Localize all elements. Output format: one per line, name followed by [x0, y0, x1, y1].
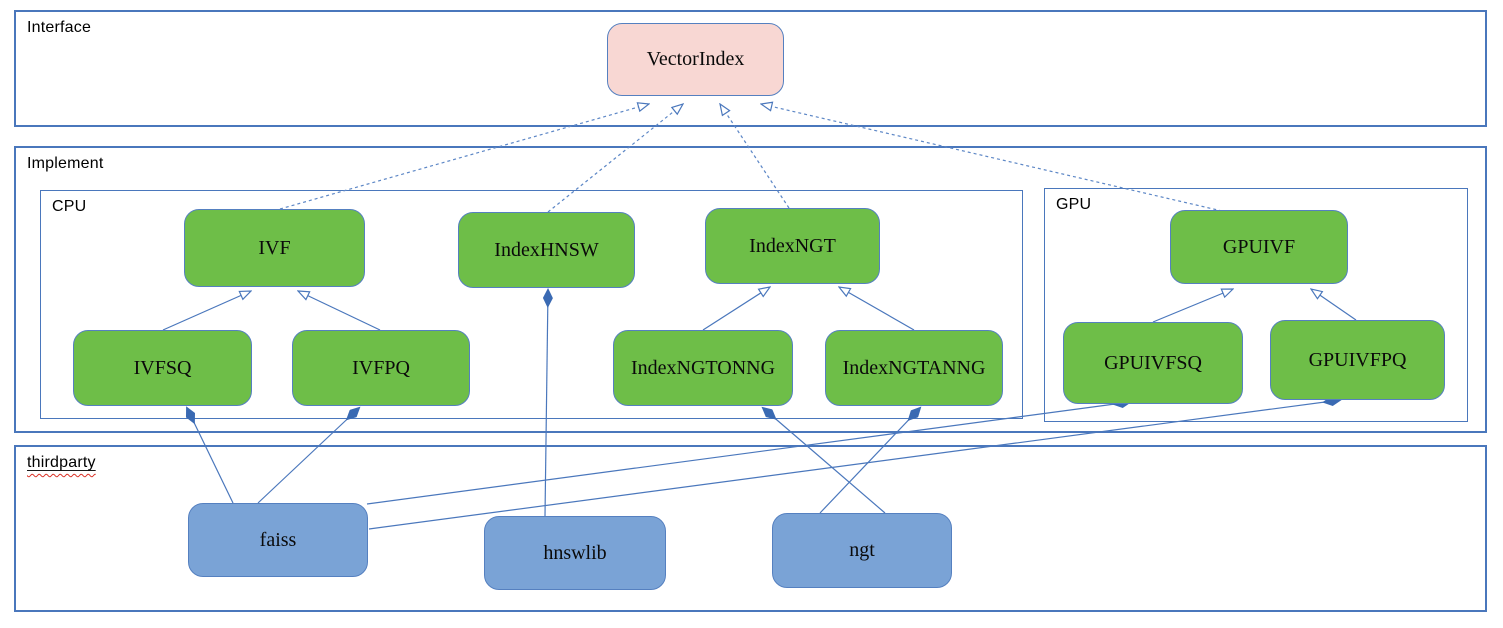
section-interface-label: Interface [27, 19, 92, 36]
node-indexngtanng[interactable]: IndexNGTANNG [825, 330, 1003, 406]
node-indexngt-label: IndexNGT [749, 234, 836, 257]
node-gpuivfpq[interactable]: GPUIVFPQ [1270, 320, 1445, 400]
node-gpuivfpq-label: GPUIVFPQ [1308, 348, 1407, 371]
section-thirdparty-label: thirdparty [27, 454, 96, 472]
section-gpu-label: GPU [1056, 196, 1092, 213]
node-faiss[interactable]: faiss [188, 503, 368, 577]
node-ivfpq-label: IVFPQ [352, 356, 410, 379]
section-implement-label: Implement [27, 155, 104, 172]
node-ivfsq[interactable]: IVFSQ [73, 330, 252, 406]
node-ivfsq-label: IVFSQ [133, 356, 192, 379]
node-indexhnsw[interactable]: IndexHNSW [458, 212, 635, 288]
node-ngt[interactable]: ngt [772, 513, 952, 588]
node-gpuivfsq[interactable]: GPUIVFSQ [1063, 322, 1243, 404]
node-hnswlib-label: hnswlib [543, 541, 607, 564]
node-indexhnsw-label: IndexHNSW [494, 238, 599, 261]
node-faiss-label: faiss [259, 528, 297, 551]
node-gpuivf[interactable]: GPUIVF [1170, 210, 1348, 284]
node-ivf-label: IVF [258, 236, 291, 259]
node-vectorindex-label: VectorIndex [646, 48, 745, 70]
section-cpu-label: CPU [52, 198, 87, 215]
node-gpuivfsq-label: GPUIVFSQ [1104, 351, 1202, 374]
node-gpuivf-label: GPUIVF [1222, 235, 1296, 258]
node-indexngtonng-label: IndexNGTONNG [630, 356, 776, 379]
node-indexngtonng[interactable]: IndexNGTONNG [613, 330, 793, 406]
node-hnswlib[interactable]: hnswlib [484, 516, 666, 590]
node-ngt-label: ngt [849, 539, 875, 561]
node-indexngt[interactable]: IndexNGT [705, 208, 880, 284]
node-ivfpq[interactable]: IVFPQ [292, 330, 470, 406]
node-ivf[interactable]: IVF [184, 209, 365, 287]
node-indexngtanng-label: IndexNGTANNG [842, 356, 986, 379]
node-vectorindex[interactable]: VectorIndex [607, 23, 784, 96]
section-thirdparty-label-text: thirdparty [27, 454, 96, 471]
